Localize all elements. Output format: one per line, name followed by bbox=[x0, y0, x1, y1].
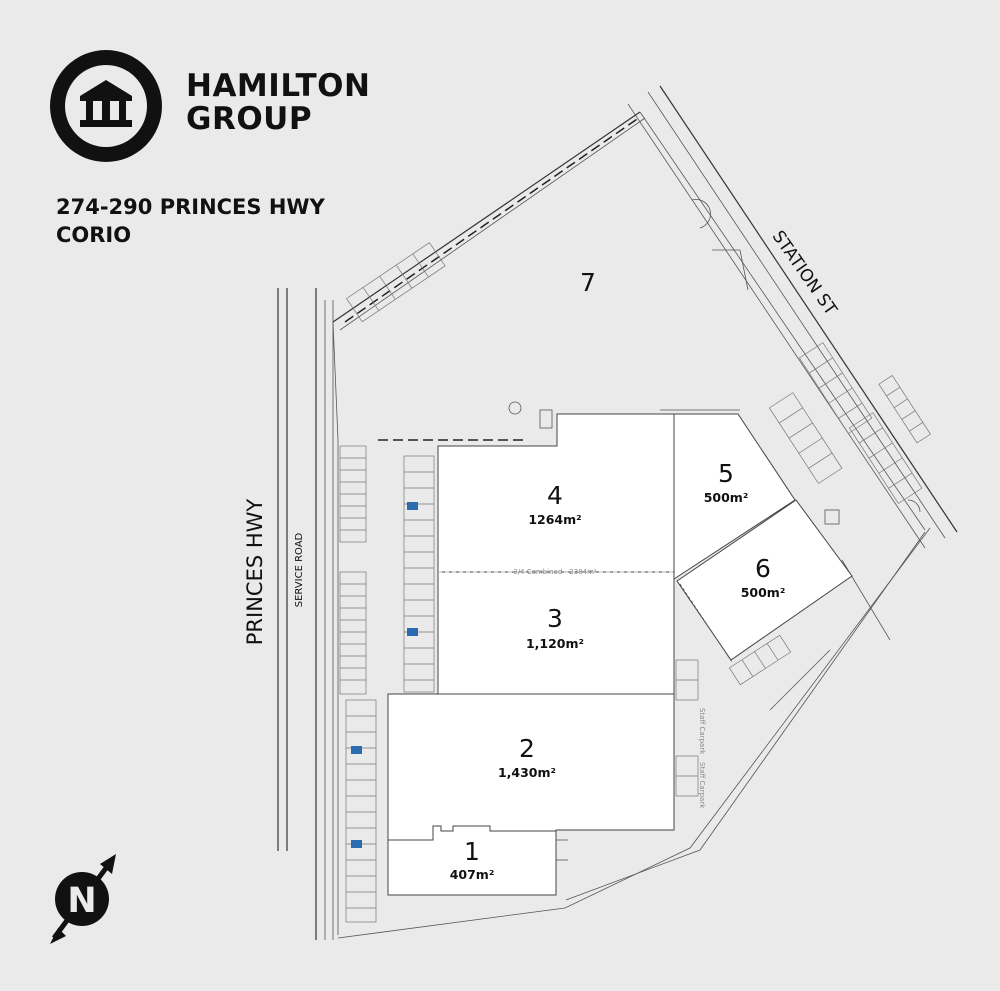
lot-6-footprint[interactable] bbox=[676, 499, 853, 661]
lot-3-number: 3 bbox=[547, 604, 563, 633]
staff-carpark-label-1: Staff Carpark bbox=[698, 708, 706, 755]
lot-6-number: 6 bbox=[755, 554, 771, 583]
building-icon bbox=[50, 50, 162, 162]
north-arrow-icon: N bbox=[50, 854, 116, 944]
north-letter: N bbox=[67, 881, 96, 921]
princes-hwy-label: PRINCES HWY bbox=[243, 499, 267, 646]
lot-5-number: 5 bbox=[718, 459, 734, 488]
station-st-label: STATION ST bbox=[768, 227, 841, 319]
lot-7-number: 7 bbox=[580, 268, 596, 297]
lot-2-area: 1,430m² bbox=[498, 765, 556, 780]
lot-4-area: 1264m² bbox=[528, 512, 581, 527]
lots bbox=[387, 413, 853, 896]
parking-bays-west bbox=[339, 445, 377, 923]
lot-1-footprint[interactable] bbox=[387, 825, 557, 896]
combined-area-note: 3/4 Combined - 2384m² bbox=[513, 568, 597, 576]
lot-3-footprint[interactable] bbox=[437, 571, 675, 695]
brand-name-line1: HAMILTON bbox=[186, 68, 371, 104]
address-line2: CORIO bbox=[56, 223, 132, 247]
lot-1-area: 407m² bbox=[450, 867, 495, 882]
site-boundary bbox=[332, 111, 931, 939]
parking-bays-east bbox=[768, 342, 931, 504]
staff-carpark-label-2: Staff Carpark bbox=[698, 762, 706, 809]
lot-5-area: 500m² bbox=[704, 490, 749, 505]
site-address: 274-290 PRINCES HWY CORIO bbox=[56, 193, 325, 249]
lot-1-number: 1 bbox=[464, 837, 480, 866]
brand-name-line2: GROUP bbox=[186, 101, 313, 137]
brand-name: HAMILTON GROUP bbox=[186, 70, 370, 136]
lot-3-area: 1,120m² bbox=[526, 636, 584, 651]
accessible-parking-icons bbox=[351, 502, 418, 848]
parking-bays-north bbox=[346, 242, 446, 323]
lot-4-number: 4 bbox=[547, 481, 563, 510]
lot-2-number: 2 bbox=[519, 734, 535, 763]
station-st-road bbox=[627, 85, 958, 549]
princes-hwy-road bbox=[277, 288, 334, 940]
lot-5-footprint[interactable] bbox=[673, 413, 796, 580]
parking-bays-central bbox=[403, 455, 435, 693]
service-road-label: SERVICE ROAD bbox=[294, 532, 305, 607]
lot-6-area: 500m² bbox=[741, 585, 786, 600]
parking-bays-south-east bbox=[675, 634, 792, 797]
address-line1: 274-290 PRINCES HWY bbox=[56, 195, 325, 219]
